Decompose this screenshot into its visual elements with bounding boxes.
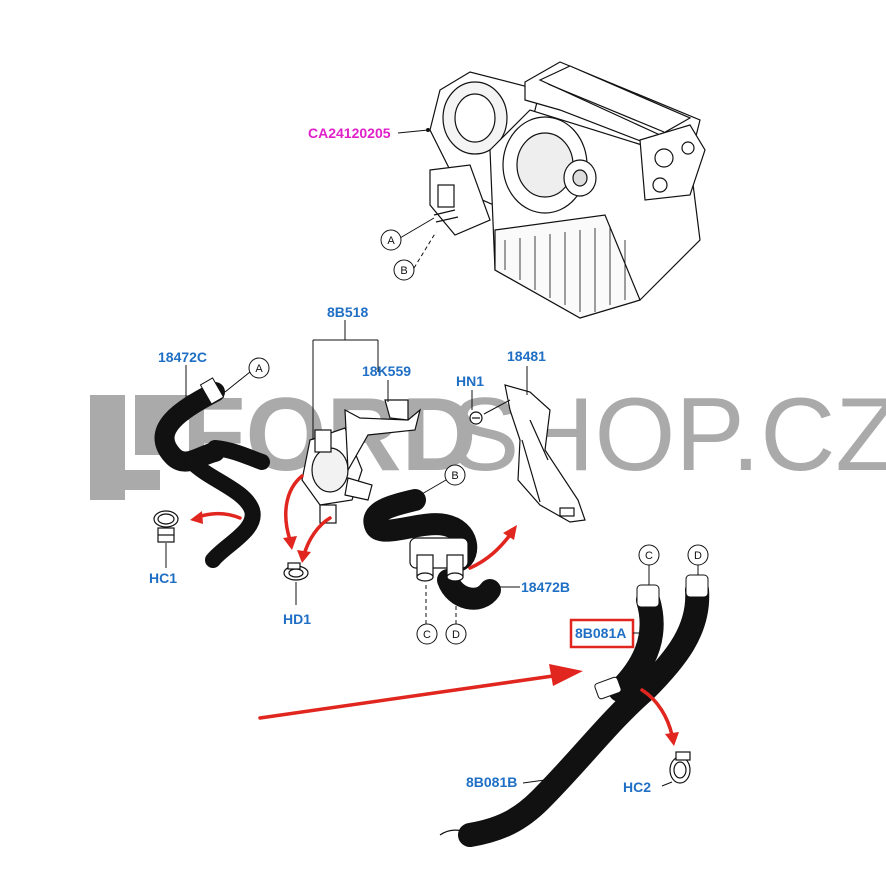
- heater-hose-upper-drawing: [154, 377, 270, 568]
- label-clamp-hd1: HD1: [283, 611, 311, 627]
- callout-d-right: D: [687, 544, 709, 566]
- arrow-hose-to-hc2: [640, 688, 674, 737]
- callout-c-mid-text: C: [423, 629, 431, 641]
- hose-return-drawing: [439, 574, 710, 847]
- valve-body-lower-drawing: [409, 537, 469, 582]
- arrow-hose-to-bracket: [468, 533, 512, 570]
- bracket-drawing: [504, 384, 586, 523]
- clamp-hc2-drawing: [669, 751, 691, 784]
- arrow-pointer-highlight: [258, 673, 562, 720]
- callout-c-mid: C: [416, 623, 438, 645]
- callout-a-top: A: [380, 229, 402, 251]
- screw-hn1-drawing: [469, 411, 483, 425]
- arrow-valve-to-hd1-left: [284, 474, 304, 542]
- callout-b-top-text: B: [400, 265, 407, 277]
- callout-c-right: C: [638, 544, 660, 566]
- callout-b-top: B: [393, 259, 415, 281]
- callout-c-right-text: C: [645, 550, 653, 562]
- label-valve-bracket: 18K559: [362, 363, 411, 379]
- label-clamp-hc2: HC2: [623, 779, 651, 795]
- callout-b-mid-text: B: [451, 470, 458, 482]
- callout-d-mid: D: [445, 623, 467, 645]
- callout-a-mid-text: A: [255, 363, 263, 375]
- callout-a-mid: A: [248, 357, 270, 379]
- label-hose-return: 8B081B: [466, 774, 517, 790]
- clamp-hc1-drawing: [153, 510, 179, 543]
- label-hvac-module: CA24120205: [308, 125, 391, 141]
- label-clamp-hc1: HC1: [149, 570, 177, 586]
- hvac-module-drawing: [429, 61, 706, 319]
- arrow-hose-to-hc1: [196, 512, 242, 520]
- callout-a-top-text: A: [387, 235, 395, 247]
- label-bracket: 18481: [507, 348, 546, 364]
- label-heater-hose-lower: 18472B: [521, 579, 570, 595]
- callout-d-mid-text: D: [452, 629, 460, 641]
- label-heater-hose-upper: 18472C: [158, 349, 207, 365]
- clamp-hd1-drawing: [283, 562, 309, 581]
- valve-bracket-drawing: [344, 399, 422, 473]
- callout-d-right-text: D: [694, 550, 702, 562]
- label-screw-hn1: HN1: [456, 373, 484, 389]
- callout-b-mid: B: [444, 464, 466, 486]
- label-hose-highlighted: 8B081A: [575, 625, 626, 641]
- label-valve-assembly: 8B518: [327, 304, 368, 320]
